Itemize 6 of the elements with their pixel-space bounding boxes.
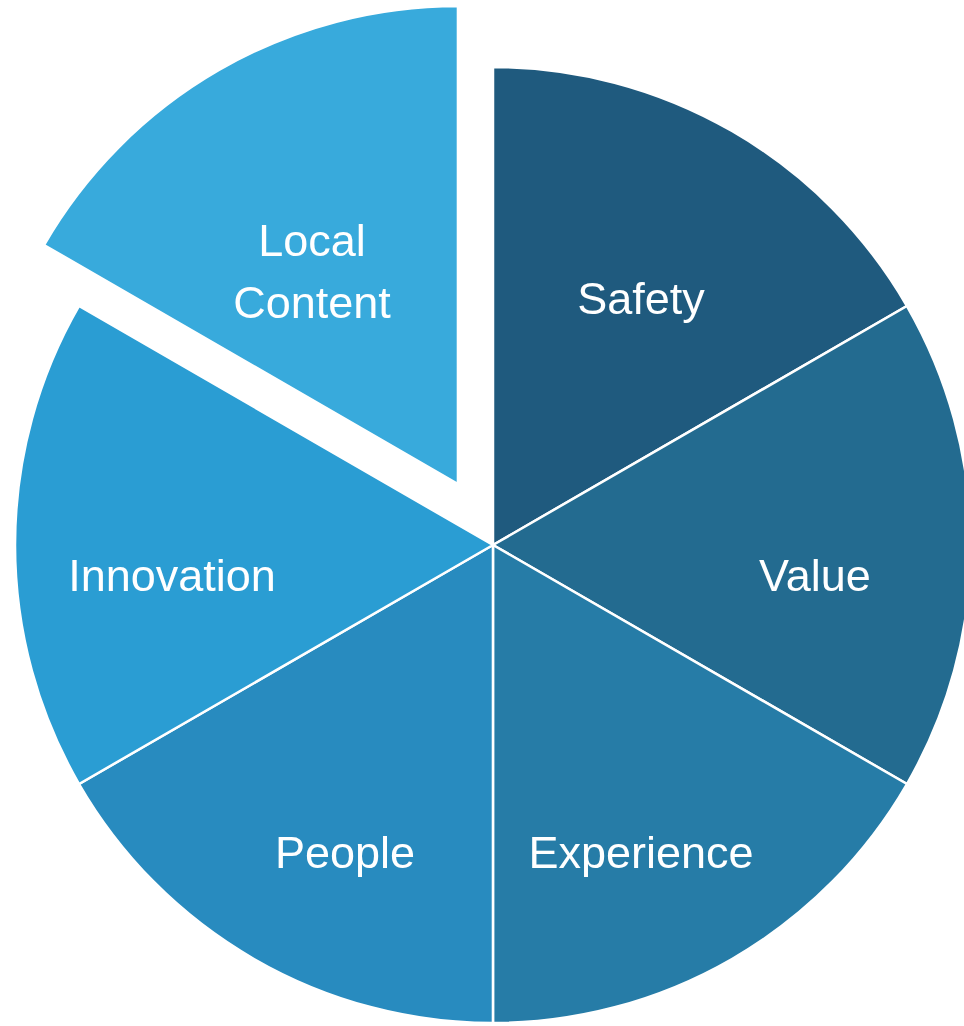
slice-label: Local Content — [232, 214, 392, 330]
slice-label: Innovation — [67, 549, 277, 603]
slice-label: Experience — [527, 826, 755, 880]
slice-label: Safety — [576, 272, 706, 326]
slice-label: Value — [758, 549, 872, 603]
slice-label: People — [273, 826, 417, 880]
